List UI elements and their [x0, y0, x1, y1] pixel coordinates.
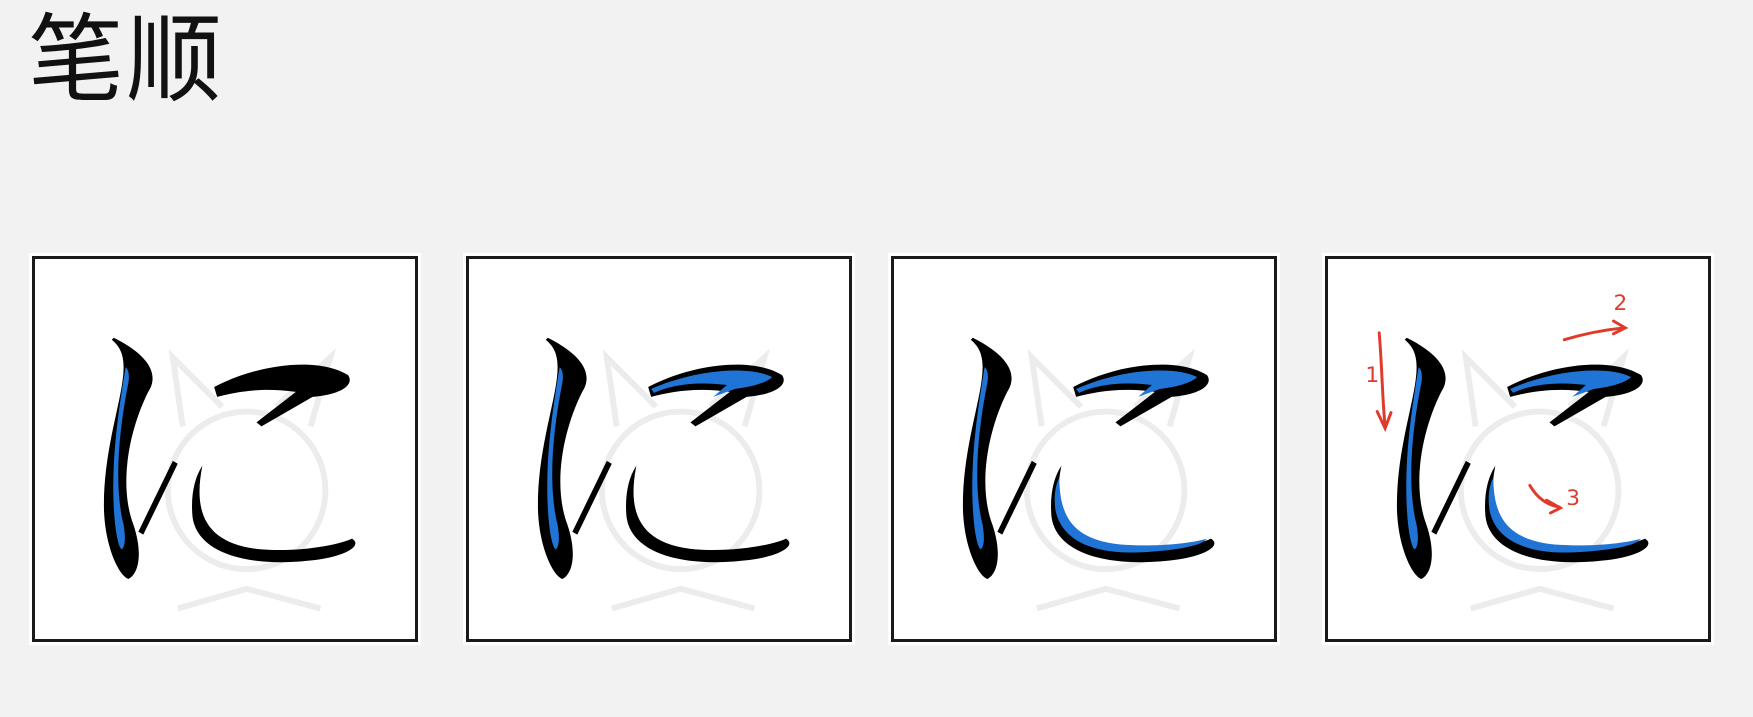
stroke-order-numbers: 1 2 3 [1365, 291, 1627, 511]
arrowhead-2 [1612, 319, 1629, 336]
stroke-panel-2 [466, 256, 852, 642]
stroke-number-2: 2 [1613, 291, 1627, 316]
character-ni-step-1 [103, 337, 356, 612]
character-ni-step-2 [537, 337, 790, 612]
highlight-strokes [113, 367, 129, 550]
watermark-mascot [598, 348, 771, 612]
stroke-order-arrows [1375, 319, 1629, 515]
stroke-panel-4: 1 2 3 [1325, 256, 1711, 642]
stroke-number-3: 3 [1566, 486, 1580, 511]
stroke-panel-3 [891, 256, 1277, 642]
arrowhead-3 [1545, 498, 1564, 515]
watermark-mascot [1023, 348, 1196, 612]
stroke-panel-1 [32, 256, 418, 642]
page-title: 笔顺 [28, 4, 224, 116]
arrow-stroke-2 [1562, 326, 1625, 342]
highlight-strokes [547, 367, 773, 550]
stroke-number-1: 1 [1365, 363, 1379, 388]
highlight-strokes [972, 367, 1208, 553]
highlight-strokes [1406, 367, 1642, 553]
arrow-stroke-1 [1377, 331, 1387, 428]
character-ni-step-4: 1 2 3 [1365, 291, 1649, 612]
arrowhead-1 [1375, 410, 1393, 433]
character-ni-step-3 [962, 337, 1215, 612]
